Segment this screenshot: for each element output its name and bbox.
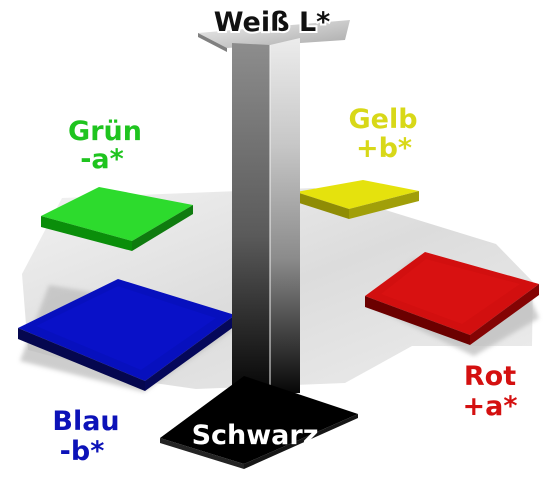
red-label-line1: Rot bbox=[464, 361, 516, 392]
black-label: Schwarz bbox=[192, 420, 319, 451]
green-plate bbox=[41, 187, 193, 251]
blue-label-line1: Blau bbox=[52, 406, 119, 437]
blue-plate bbox=[18, 279, 235, 391]
yellow-label-line2: +b* bbox=[356, 133, 412, 164]
yellow-plate bbox=[296, 180, 419, 219]
blue-label-line2: -b* bbox=[60, 436, 105, 467]
red-label-line2: +a* bbox=[463, 391, 518, 422]
yellow-label-line1: Gelb bbox=[348, 104, 417, 135]
red-plate bbox=[365, 252, 539, 345]
lightness-column bbox=[232, 38, 300, 394]
green-label-line1: Grün bbox=[68, 116, 142, 147]
black-base-plate bbox=[160, 376, 358, 469]
white-l-label: Weiß L* bbox=[214, 7, 331, 38]
white-top-plate bbox=[198, 20, 350, 52]
green-label-line2: -a* bbox=[80, 144, 124, 175]
